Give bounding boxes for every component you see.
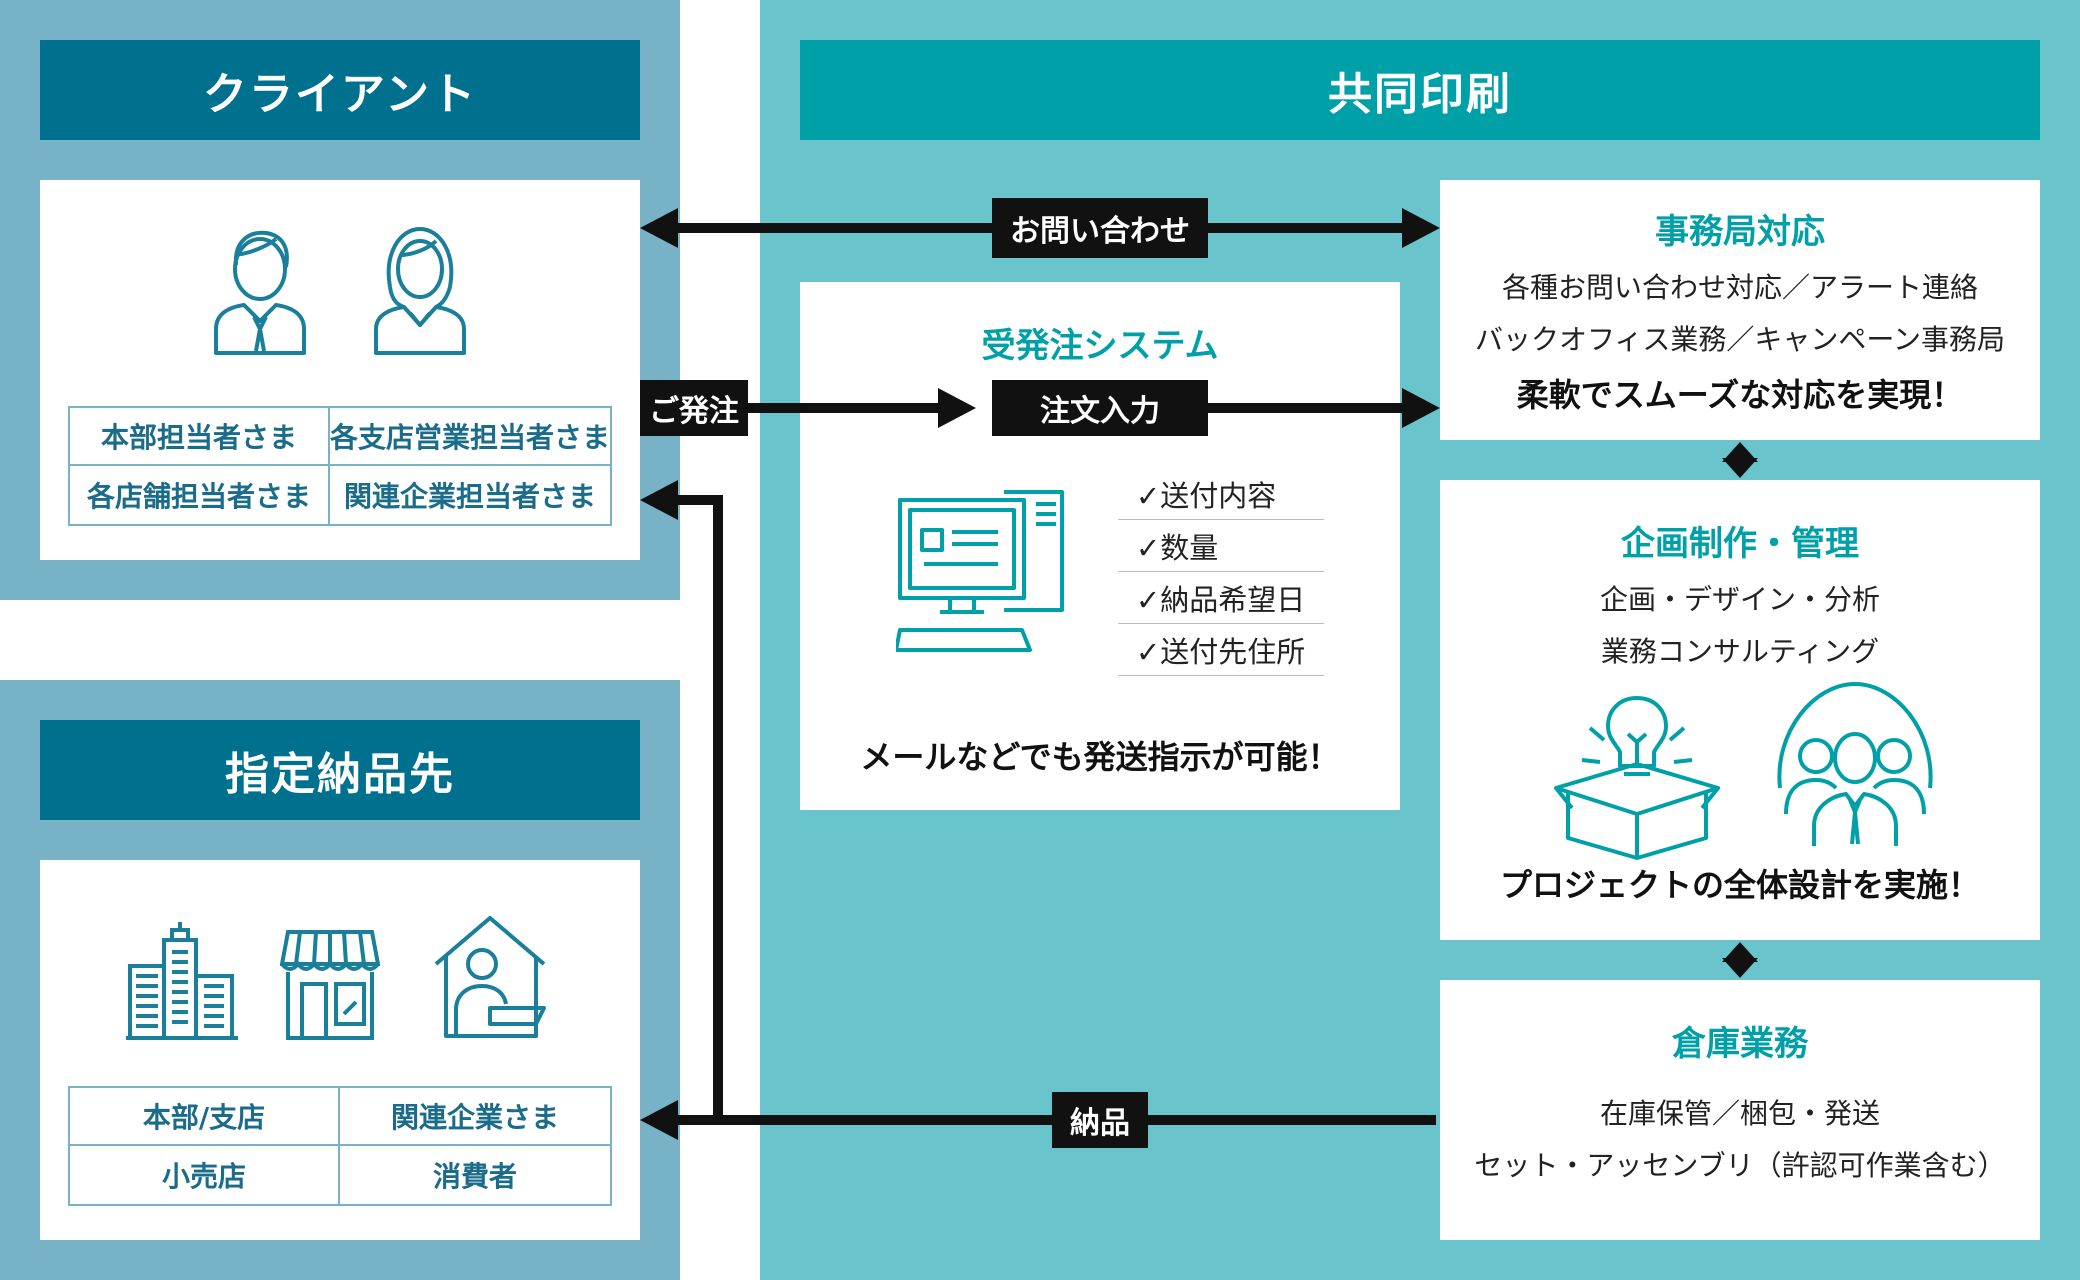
order-label: ご発注	[640, 380, 748, 436]
warehouse-line: 在庫保管／梱包・発送	[1599, 1097, 1880, 1130]
checklist-item: ✓送付先住所	[1118, 624, 1324, 676]
secretariat-card: 事務局対応 各種お問い合わせ対応／アラート連絡 バックオフィス業務／キャンペーン…	[1440, 180, 2040, 440]
secretariat-line: 各種お問い合わせ対応／アラート連絡	[1501, 271, 1978, 304]
arrow-head-right	[1402, 208, 1440, 248]
secretariat-title: 事務局対応	[1655, 212, 1825, 252]
arrow-head-left	[640, 1100, 678, 1140]
destination-table: 本部/支店 関連企業さま 小売店 消費者	[68, 1086, 612, 1206]
planning-footer: プロジェクトの全体設計を実施！	[1499, 866, 1980, 904]
planning-line: 業務コンサルティング	[1600, 635, 1880, 668]
arrow-head-left	[640, 208, 678, 248]
order-input-label: 注文入力	[992, 380, 1208, 436]
order-system-footer: メールなどでも発送指示が可能！	[860, 738, 1340, 776]
secretariat-line: バックオフィス業務／キャンペーン事務局	[1474, 323, 2006, 356]
role-cell: 本部担当者さま	[70, 408, 330, 466]
planning-card: 企画制作・管理 企画・デザイン・分析 業務コンサルティング プロジェクトの全体設…	[1440, 480, 2040, 940]
order-system-card: 受発注システム ✓送付内容 ✓数量 ✓納品希望日 ✓送付先住所 メールなどでも発…	[800, 282, 1400, 810]
company-header: 共同印刷	[800, 40, 2040, 140]
warehouse-card: 倉庫業務 在庫保管／梱包・発送 セット・アッセンブリ（許認可作業含む）	[1440, 980, 2040, 1240]
businesswoman-icon	[374, 227, 466, 355]
client-header: クライアント	[40, 40, 640, 140]
computer-icon	[896, 490, 1064, 652]
checklist-item: ✓送付内容	[1118, 468, 1324, 520]
store-icon	[280, 930, 380, 1040]
team-icon	[1777, 682, 1933, 846]
arrow-head-down	[1722, 958, 1758, 978]
destination-header: 指定納品先	[40, 720, 640, 820]
idea-box-icon	[1554, 696, 1720, 860]
client-card: 本部担当者さま 各支店営業担当者さま 各店舗担当者さま 関連企業担当者さま	[40, 180, 640, 560]
delivery-label: 納品	[1052, 1092, 1148, 1148]
arrow-head-up	[1722, 442, 1758, 462]
order-system-title: 受発注システム	[981, 326, 1219, 366]
destination-card: 本部/支店 関連企業さま 小売店 消費者	[40, 860, 640, 1240]
secretariat-footer: 柔軟でスムーズな対応を実現！	[1516, 376, 1964, 414]
planning-title: 企画制作・管理	[1621, 524, 1859, 564]
arrow-head-up	[1722, 942, 1758, 962]
destination-cell: 関連企業さま	[340, 1088, 610, 1146]
arrow-head-right	[938, 388, 976, 428]
warehouse-title: 倉庫業務	[1672, 1024, 1808, 1064]
checklist-item: ✓数量	[1118, 520, 1324, 572]
destination-cell: 本部/支店	[70, 1088, 340, 1146]
office-building-icon	[126, 922, 238, 1040]
role-cell: 各店舗担当者さま	[70, 466, 330, 524]
destination-cell: 消費者	[432, 1160, 517, 1193]
destination-cell: 小売店	[70, 1146, 340, 1204]
remote-work-icon	[434, 916, 546, 1038]
arrow-head-right	[1402, 388, 1440, 428]
businessman-icon	[214, 230, 306, 355]
planning-line: 企画・デザイン・分析	[1599, 583, 1880, 616]
client-roles-table: 本部担当者さま 各支店営業担当者さま 各店舗担当者さま 関連企業担当者さま	[68, 406, 612, 526]
role-cell: 各支店営業担当者さま	[329, 408, 610, 466]
checklist-item: ✓納品希望日	[1118, 572, 1324, 624]
warehouse-line: セット・アッセンブリ（許認可作業含む）	[1474, 1149, 2006, 1182]
inquiry-label: お問い合わせ	[992, 198, 1208, 258]
role-cell: 関連企業担当者さま	[343, 480, 596, 513]
arrow-head-left	[640, 480, 678, 520]
arrow-head-down	[1722, 458, 1758, 478]
